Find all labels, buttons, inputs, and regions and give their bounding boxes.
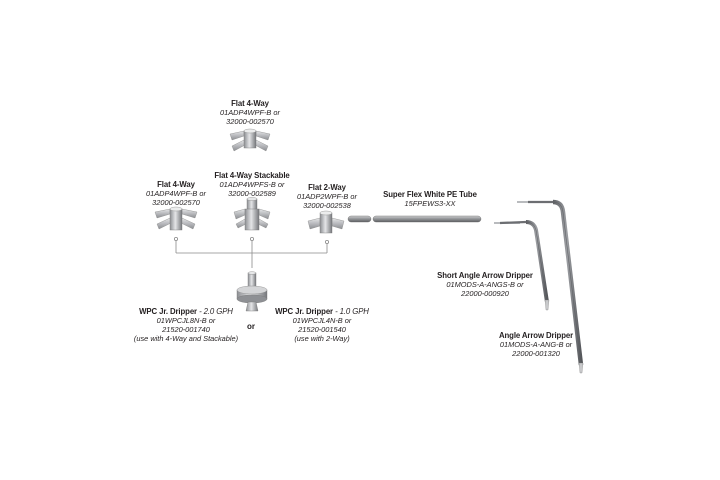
- part-number: 01ADP4WPFS-B or: [219, 180, 285, 189]
- part-number: 01ADP2WPF-B or: [297, 192, 357, 201]
- usage-note: (use with 2-Way): [294, 334, 350, 343]
- angle-arrow-dripper-label: Angle Arrow Dripper 01MODS-A-ANG-B or 22…: [486, 331, 586, 358]
- part-number: 01MODS-A-ANG-B or: [499, 340, 573, 349]
- flat-4way-top-label: Flat 4-Way 01ADP4WPF-B or 32000-002570: [205, 99, 295, 126]
- part-number-alt: 32000-002589: [228, 189, 276, 198]
- part-number: 01WPCJL4N-B or: [292, 316, 352, 325]
- usage-note: (use with 4-Way and Stackable): [133, 334, 239, 343]
- part-number: 01MODS-A-ANGS-B or: [446, 280, 524, 289]
- pe-tube-icon: [347, 215, 482, 223]
- part-number-alt: 22000-001320: [512, 349, 560, 358]
- part-number: 01ADP4WPF-B or: [146, 189, 206, 198]
- flow-rate: - 2.0 GPH: [197, 307, 233, 316]
- pe-tube-label: Super Flex White PE Tube 15FPEWS3-XX: [370, 190, 490, 208]
- part-title: WPC Jr. Dripper - 2.0 GPH: [139, 307, 233, 316]
- flat-4way-stackable-label: Flat 4-Way Stackable 01ADP4WPFS-B or 320…: [202, 171, 302, 198]
- part-title: Angle Arrow Dripper: [498, 331, 574, 340]
- part-title: Super Flex White PE Tube: [383, 190, 477, 199]
- or-separator: or: [247, 322, 255, 331]
- part-title: Flat 4-Way: [231, 99, 269, 108]
- part-number-alt: 21520-001540: [298, 325, 346, 334]
- short-angle-arrow-dripper-label: Short Angle Arrow Dripper 01MODS-A-ANGS-…: [425, 271, 545, 298]
- part-number: 01ADP4WPF-B or: [220, 108, 280, 117]
- part-number-alt: 32000-002538: [303, 201, 351, 210]
- flow-rate: - 1.0 GPH: [333, 307, 369, 316]
- flat-4way-stackable-icon: [233, 197, 271, 231]
- angle-arrow-dripper-icon: [517, 199, 584, 374]
- flat-2way-icon: [307, 210, 345, 234]
- part-number: 01WPCJL8N-B or: [156, 316, 216, 325]
- part-title: Flat 4-Way Stackable: [214, 171, 290, 180]
- flat-4way-top-icon: [229, 128, 271, 152]
- wpc-dripper-1gph-label: WPC Jr. Dripper - 1.0 GPH 01WPCJL4N-B or…: [272, 307, 372, 343]
- connector-lines: [173, 236, 329, 268]
- wpc-dripper-icon: [236, 271, 268, 312]
- part-number: 15FPEWS3-XX: [404, 199, 456, 208]
- part-title: Short Angle Arrow Dripper: [437, 271, 533, 280]
- wpc-dripper-2gph-label: WPC Jr. Dripper - 2.0 GPH 01WPCJL8N-B or…: [126, 307, 246, 343]
- part-title: Flat 4-Way: [157, 180, 195, 189]
- part-number-alt: 22000-000920: [461, 289, 509, 298]
- part-number-alt: 21520-001740: [162, 325, 210, 334]
- part-number-alt: 32000-002570: [226, 117, 274, 126]
- flat-4way-left-icon: [154, 206, 198, 231]
- part-title: WPC Jr. Dripper - 1.0 GPH: [275, 307, 369, 316]
- part-title: Flat 2-Way: [308, 183, 346, 192]
- flat-4way-left-label: Flat 4-Way 01ADP4WPF-B or 32000-002570: [131, 180, 221, 207]
- short-angle-arrow-dripper-icon: [494, 220, 550, 311]
- flat-2way-label: Flat 2-Way 01ADP2WPF-B or 32000-002538: [288, 183, 366, 210]
- part-number-alt: 32000-002570: [152, 198, 200, 207]
